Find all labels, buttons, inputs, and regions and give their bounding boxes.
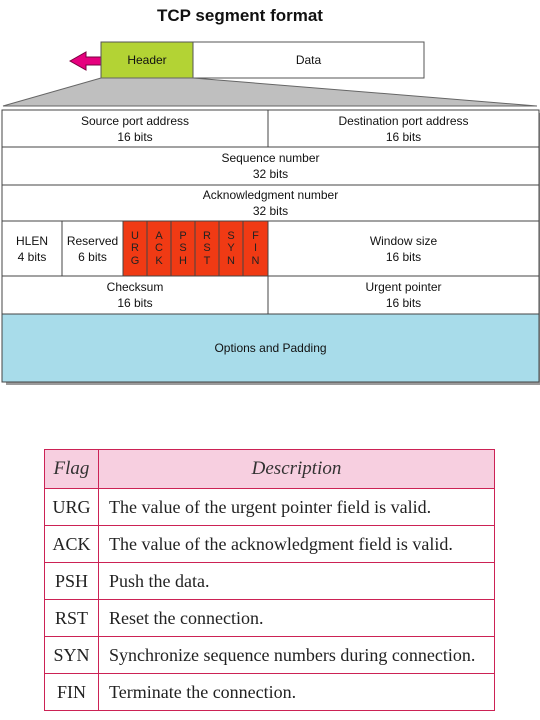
- left-arrow-icon: [68, 51, 102, 71]
- checksum-field: Checksum 16 bits: [2, 276, 268, 314]
- flag-letter: U: [131, 229, 139, 242]
- flag-letter: A: [155, 229, 163, 242]
- flag-fin: F I N: [243, 221, 268, 276]
- flag-letter: F: [252, 229, 259, 242]
- flag-cell-syn: [218, 220, 244, 277]
- header-box: [100, 41, 194, 79]
- ack-number-field: Acknowledgment number 32 bits: [2, 185, 539, 221]
- sequence-number-size: 32 bits: [252, 167, 289, 181]
- options-padding-label: Options and Padding: [214, 341, 327, 355]
- flag-letter: S: [203, 242, 211, 255]
- flag-cell-ack: [146, 220, 172, 277]
- source-port-size: 16 bits: [117, 129, 153, 144]
- urgent-pointer-field: Urgent pointer 16 bits: [268, 276, 539, 314]
- flag-letter: N: [251, 254, 260, 267]
- flag-letter: N: [227, 254, 235, 267]
- description-cell: Reset the connection.: [98, 599, 495, 637]
- checksum-size: 16 bits: [117, 296, 153, 310]
- flag-cell-fin: [242, 220, 269, 277]
- expansion-wedge: [2, 77, 538, 107]
- table-row: ACK The value of the acknowledgment fiel…: [44, 525, 495, 563]
- flag-syn: S Y N: [219, 221, 243, 276]
- description-cell: Push the data.: [98, 562, 495, 600]
- window-size-name: Window size: [369, 233, 438, 248]
- window-size-field: Window size 16 bits: [268, 221, 539, 276]
- flag-urg: U R G: [123, 221, 147, 276]
- dest-port-field: Destination port address 16 bits: [268, 110, 539, 147]
- reserved-name: Reserved: [66, 233, 119, 248]
- table-row: FIN Terminate the connection.: [44, 673, 495, 711]
- table-header-row: Flag Description: [44, 449, 495, 489]
- description-cell: The value of the acknowledgment field is…: [98, 525, 495, 563]
- checksum-name: Checksum: [106, 280, 164, 294]
- table-row: PSH Push the data.: [44, 562, 495, 600]
- description-cell: Terminate the connection.: [98, 673, 495, 711]
- flag-letter: H: [179, 254, 187, 267]
- flag-letter: R: [131, 242, 139, 255]
- source-port-field: Source port address 16 bits: [2, 110, 268, 147]
- flag-cell: FIN: [44, 673, 99, 711]
- flag-rst: R S T: [195, 221, 219, 276]
- urgent-pointer-size: 16 bits: [385, 296, 422, 310]
- hlen-name: HLEN: [15, 233, 48, 248]
- flag-ack: A C K: [147, 221, 171, 276]
- segment-overview-graphic: [1, 41, 540, 385]
- table-row: SYN Synchronize sequence numbers during …: [44, 636, 495, 674]
- flag-letter: K: [155, 254, 163, 267]
- hlen-size: 4 bits: [17, 249, 47, 264]
- flag-cell: URG: [44, 488, 99, 526]
- flag-letter: S: [179, 242, 187, 255]
- urgent-pointer-name: Urgent pointer: [365, 280, 442, 294]
- page-title: TCP segment format: [157, 6, 323, 25]
- flag-cell-urg: [122, 220, 148, 277]
- reserved-field: Reserved 6 bits: [62, 221, 123, 276]
- description-cell: Synchronize sequence numbers during conn…: [98, 636, 495, 674]
- flag-cell: ACK: [44, 525, 99, 563]
- flag-cell: SYN: [44, 636, 99, 674]
- flag-cell-rst: [194, 220, 220, 277]
- flag-letter: T: [203, 254, 211, 267]
- flag-cell: PSH: [44, 562, 99, 600]
- sequence-number-field: Sequence number 32 bits: [2, 147, 539, 185]
- table-row: RST Reset the connection.: [44, 599, 495, 637]
- data-label: Data: [295, 53, 322, 67]
- header-label: Header: [127, 53, 167, 67]
- flag-letter: G: [130, 254, 140, 267]
- table-row: URG The value of the urgent pointer fiel…: [44, 488, 495, 526]
- description-cell: The value of the urgent pointer field is…: [98, 488, 495, 526]
- column-header-flag: Flag: [44, 449, 99, 489]
- flag-letter: R: [203, 229, 211, 242]
- source-port-name: Source port address: [80, 113, 190, 128]
- ack-number-size: 32 bits: [252, 204, 289, 218]
- column-header-description: Description: [98, 449, 495, 489]
- options-area: [1, 313, 540, 383]
- flag-letter: C: [155, 242, 163, 255]
- dest-port-name: Destination port address: [338, 113, 469, 128]
- data-box: [192, 41, 425, 79]
- hlen-field: HLEN 4 bits: [2, 221, 62, 276]
- flag-letter: Y: [227, 242, 235, 255]
- sequence-number-name: Sequence number: [221, 151, 320, 165]
- flag-letter: S: [227, 229, 235, 242]
- dest-port-size: 16 bits: [385, 129, 422, 144]
- reserved-size: 6 bits: [78, 249, 107, 264]
- flag-psh: P S H: [171, 221, 195, 276]
- flag-letter: P: [179, 229, 187, 242]
- flag-cell: RST: [44, 599, 99, 637]
- flag-description-table: Flag Description URG The value of the ur…: [44, 449, 495, 711]
- flag-letter: I: [253, 242, 258, 255]
- ack-number-name: Acknowledgment number: [202, 188, 339, 202]
- window-size-size: 16 bits: [385, 249, 422, 264]
